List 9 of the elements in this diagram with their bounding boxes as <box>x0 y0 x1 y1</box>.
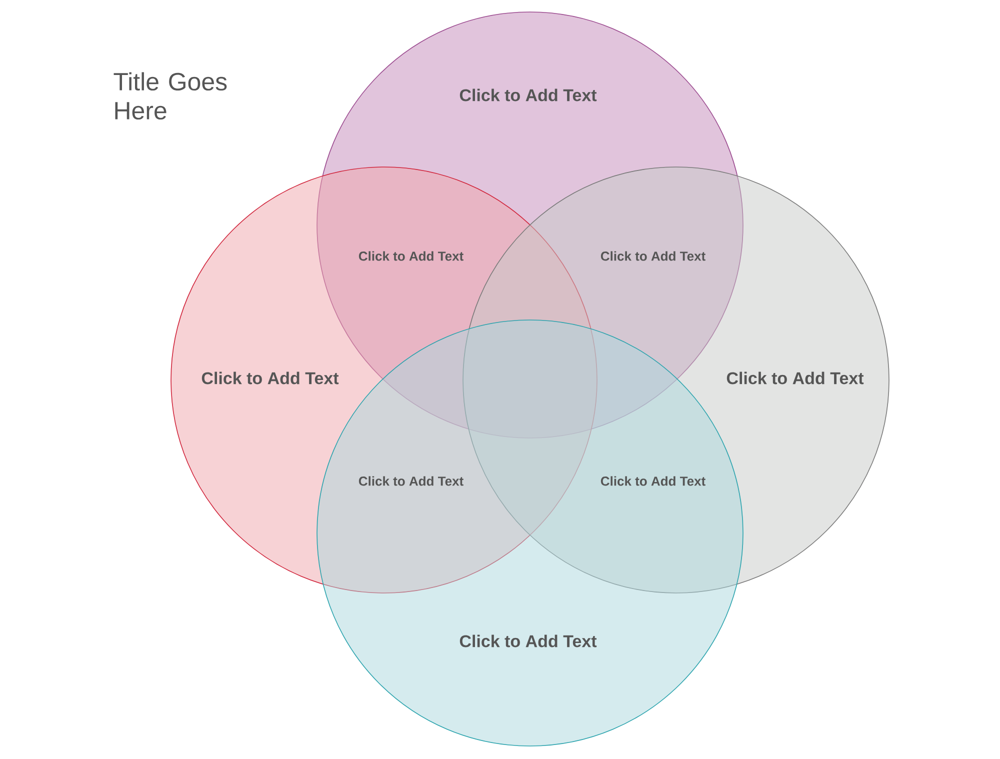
circle-label: Click to Add Text <box>460 634 597 648</box>
circle-label: Click to Add Text <box>460 88 597 102</box>
overlap-label: Click to Add Text <box>358 251 464 261</box>
circle-label: Click to Add Text <box>726 372 864 384</box>
overlap-label: Click to Add Text <box>600 251 706 261</box>
title: Title Goes Here <box>114 72 227 120</box>
circle-label: Click to Add Text <box>202 372 339 384</box>
overlap-label: Click to Add Text <box>600 476 706 486</box>
overlap-label: Click to Add Text <box>358 476 464 486</box>
